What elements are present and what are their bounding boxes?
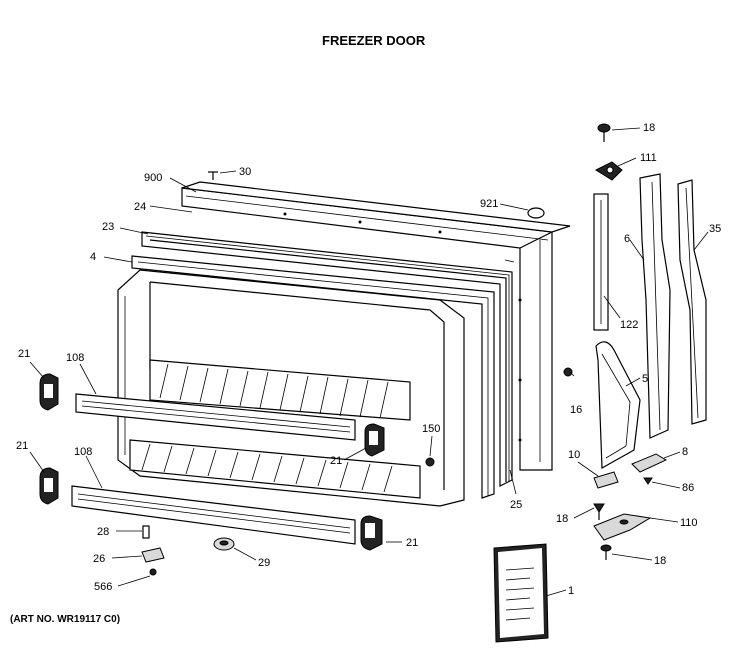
screw-86	[643, 477, 653, 485]
instruction-booklet-1	[493, 543, 549, 643]
callout-5: 5	[642, 373, 648, 385]
callout-18-bottom: 18	[654, 555, 666, 567]
art-number: (ART NO. WR19117 C0)	[10, 614, 120, 625]
callout-122: 122	[620, 319, 638, 331]
callout-25: 25	[510, 499, 522, 511]
lower-shelf-bar	[71, 485, 356, 545]
callout-6: 6	[624, 233, 630, 245]
callout-18-mid: 18	[556, 513, 568, 525]
callout-86: 86	[682, 482, 694, 494]
callout-18-top: 18	[643, 122, 655, 134]
callout-28: 28	[97, 526, 109, 538]
callout-35: 35	[709, 223, 721, 235]
callout-30: 30	[239, 166, 251, 178]
bracket-10	[593, 471, 619, 489]
hinge-110	[593, 513, 652, 541]
shelf-end-cap-left-lower	[39, 467, 59, 505]
callout-150: 150	[422, 423, 440, 435]
callout-1: 1	[568, 585, 574, 597]
door-gasket	[141, 231, 515, 487]
inner-door-liner	[117, 269, 465, 507]
hinge-bracket-8	[631, 453, 668, 473]
hinge-pin-111	[594, 161, 623, 181]
screw-18-mid	[593, 503, 605, 520]
screw-30	[208, 171, 218, 180]
callout-10: 10	[568, 449, 580, 461]
screw-566	[149, 568, 157, 576]
lower-shelf-ribs	[141, 443, 393, 493]
callout-21-right-lower: 21	[406, 537, 418, 549]
screw-150	[425, 457, 435, 467]
upper-shelf-bar	[75, 393, 356, 441]
callout-111: 111	[640, 152, 657, 164]
callout-921: 921	[480, 198, 498, 210]
callout-566: 566	[94, 581, 112, 593]
callout-24: 24	[134, 201, 146, 213]
strip-122	[593, 193, 609, 331]
plug-921	[527, 207, 545, 219]
bracket-26	[141, 547, 165, 563]
upper-shelf-ribs	[159, 363, 389, 419]
bushing-29	[213, 537, 235, 551]
callout-4: 4	[90, 251, 96, 263]
shelf-end-cap-right-upper	[364, 423, 385, 457]
callout-900: 900	[144, 172, 162, 184]
callout-108-upper: 108	[66, 352, 84, 364]
leader-lines	[29, 127, 709, 597]
screw-28	[142, 525, 150, 539]
screw-16	[563, 367, 573, 377]
screw-18-top	[597, 123, 611, 142]
callout-21-right-upper: 21	[330, 455, 342, 467]
callout-23: 23	[102, 221, 114, 233]
screw-18-bottom	[600, 544, 612, 560]
callout-26: 26	[93, 553, 105, 565]
diagram-title: FREEZER DOOR	[322, 33, 426, 48]
callout-16: 16	[570, 404, 582, 416]
callout-29: 29	[258, 557, 270, 569]
hinge-cover-6	[639, 173, 671, 439]
shelf-end-cap-left-upper	[39, 373, 59, 411]
trim-35	[677, 179, 707, 425]
callout-21-left-upper: 21	[18, 348, 30, 360]
outer-door-panel	[181, 181, 571, 471]
callout-108-lower: 108	[74, 446, 92, 458]
callout-8: 8	[682, 446, 688, 458]
handle-5	[595, 341, 641, 470]
breaker-strip	[131, 255, 495, 499]
callout-labels: 18 111 900 30 921 24 6 35 23 4 122 21 10…	[16, 122, 721, 597]
callout-21-left-lower: 21	[16, 440, 28, 452]
shelf-end-cap-right-lower	[360, 515, 383, 551]
callout-110: 110	[680, 517, 698, 529]
